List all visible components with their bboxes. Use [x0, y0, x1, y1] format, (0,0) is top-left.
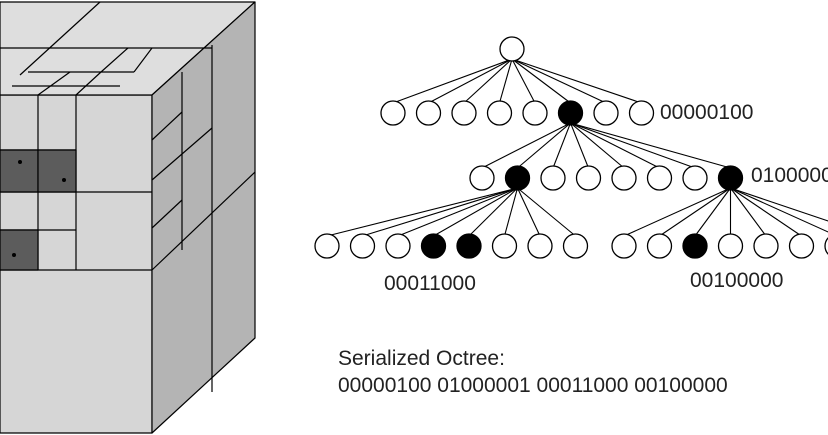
cube-divider	[151, 199, 183, 229]
tree-nodes	[314, 36, 828, 259]
point-marker	[12, 253, 16, 257]
tree-edge	[570, 122, 660, 169]
tree-edge	[730, 187, 802, 237]
level3-node	[646, 233, 673, 259]
tree-edge	[511, 58, 536, 104]
level3-right-code: 00100000	[690, 269, 783, 292]
cube-divider	[151, 111, 183, 141]
level2-node	[469, 165, 495, 191]
level2-node	[646, 165, 673, 191]
tree-edge	[659, 187, 731, 237]
level2-node	[540, 165, 566, 191]
tree-edge	[623, 187, 731, 237]
cube-points	[12, 160, 66, 257]
level2-node	[682, 165, 708, 191]
level3-node	[385, 233, 411, 259]
level3-node	[456, 233, 482, 259]
serialized-title: Serialized Octree:	[338, 347, 505, 370]
level1-code: 00000100	[660, 101, 753, 124]
tree-edge	[433, 187, 518, 237]
octree-cube	[0, 1, 256, 434]
tree-edge	[517, 187, 541, 237]
level2-code: 01000001	[751, 164, 828, 187]
level3-node	[562, 233, 589, 259]
level3-node	[527, 233, 553, 259]
tree-edge	[511, 58, 642, 104]
tree-edge	[326, 187, 518, 237]
level3-node	[420, 233, 447, 259]
tree-edge	[570, 122, 625, 169]
level3-node	[717, 233, 744, 259]
cube-divider	[75, 71, 102, 96]
cube-divider	[100, 47, 129, 73]
level2-node	[504, 165, 531, 191]
level1-node	[628, 100, 655, 126]
tree-edge	[511, 58, 571, 104]
tree-edge	[730, 187, 828, 222]
level1-node	[415, 100, 442, 126]
tree-edge	[552, 122, 572, 169]
tree-edge	[570, 122, 696, 169]
tree-edge	[468, 187, 518, 237]
tree-edge	[428, 58, 513, 104]
cube-divider	[37, 71, 71, 96]
tree-edge	[511, 58, 607, 104]
level2-node	[575, 165, 602, 191]
level1-node	[451, 100, 477, 126]
level3-node	[491, 233, 518, 259]
occupied-cell	[0, 229, 39, 271]
level3-node	[682, 233, 708, 259]
point-marker	[62, 178, 66, 182]
serialized-value: 00000100 01000001 00011000 00100000	[338, 374, 728, 397]
level2-node	[611, 165, 637, 191]
level3-node	[349, 233, 376, 259]
level1-node	[522, 100, 548, 126]
level3-node	[314, 233, 340, 259]
tree-edge	[463, 58, 513, 104]
occupied-cell	[37, 149, 77, 193]
tree-edge	[730, 187, 767, 237]
tree-edge	[570, 122, 731, 169]
level1-node	[593, 100, 619, 126]
point-marker	[18, 160, 22, 164]
cube-right-face	[151, 1, 256, 434]
level1-node	[380, 100, 406, 126]
level2-node	[717, 165, 744, 191]
cube-divider	[133, 47, 153, 73]
level3-node	[824, 237, 828, 255]
cube-divider	[19, 1, 101, 76]
level3-node	[753, 233, 779, 259]
tree-edge	[517, 122, 571, 169]
level3-node	[611, 233, 637, 259]
cube-divider	[151, 171, 256, 271]
tree-edge	[730, 187, 828, 233]
tree-edge	[481, 122, 571, 169]
tree-edge	[517, 187, 576, 237]
tree-edges	[326, 58, 828, 237]
root-node	[499, 36, 525, 62]
tree-edge	[362, 187, 518, 237]
level3-left-code: 00011000	[384, 272, 476, 295]
tree-edge	[392, 58, 513, 104]
tree-edge	[397, 187, 518, 237]
level1-node	[557, 100, 584, 126]
level1-node	[486, 100, 513, 126]
tree-edge	[503, 187, 519, 237]
tree-edge	[569, 122, 590, 169]
level3-node	[788, 233, 815, 259]
tree-edge	[694, 187, 731, 237]
tree-edge	[498, 58, 513, 104]
occupied-cell	[0, 149, 39, 193]
